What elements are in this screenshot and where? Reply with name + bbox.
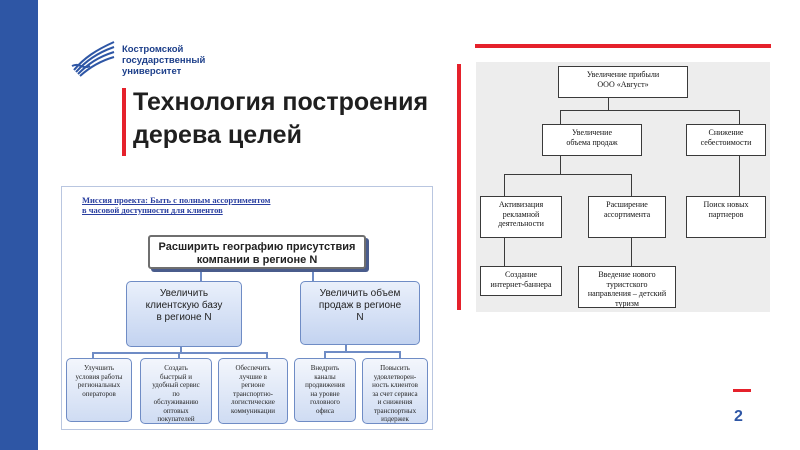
goal-node-root: Расширить географию присутствия компании… <box>148 235 366 269</box>
tree-node-root: Увеличение прибыли ООО «Август» <box>558 66 688 98</box>
title-accent-bar <box>122 88 126 156</box>
tree-node-cost-reduction: Снижение себестоимости <box>686 124 766 156</box>
red-top-line <box>475 44 771 48</box>
goal-leaf-operators: Улучшить условия работы региональных опе… <box>66 358 132 422</box>
tree-node-sales-growth: Увеличение объема продаж <box>542 124 642 156</box>
tree-node-assortment: Расширение ассортимента <box>588 196 666 238</box>
mission-statement: Миссия проекта: Быть с полным ассортимен… <box>82 195 271 215</box>
profit-goal-tree: Увеличение прибыли ООО «Август» Увеличен… <box>476 62 770 312</box>
goal-node-client-base: Увеличить клиентскую базу в регионе N <box>126 281 242 347</box>
geography-goal-tree: Миссия проекта: Быть с полным ассортимен… <box>61 186 433 430</box>
tree-node-child-tourism: Введение нового туристского направления … <box>578 266 676 308</box>
goal-leaf-logistics: Обеспечить лучшие в регионе транспортно-… <box>218 358 288 424</box>
university-logo-icon <box>71 41 115 77</box>
red-vertical-line <box>457 64 461 310</box>
goal-leaf-promotion: Внедрить каналы продвижения на уровне го… <box>294 358 356 422</box>
slide-title: Технология построения дерева целей <box>133 88 429 149</box>
page-number: 2 <box>734 408 743 425</box>
tree-node-advertising: Активизация рекламной деятельности <box>480 196 562 238</box>
university-name: Костромской государственный университет <box>122 44 206 77</box>
left-accent-bar <box>0 0 38 450</box>
tree-node-partners: Поиск новых партнеров <box>686 196 766 238</box>
goal-node-sales-volume: Увеличить объем продаж в регионе N <box>300 281 420 345</box>
goal-leaf-satisfaction: Повысить удовлетворен- ность клиентов за… <box>362 358 428 424</box>
tree-node-banner: Создание интернет-баннера <box>480 266 562 296</box>
goal-leaf-wholesale-service: Создать быстрый и удобный сервис по обсл… <box>140 358 212 424</box>
page-number-accent <box>733 389 751 392</box>
